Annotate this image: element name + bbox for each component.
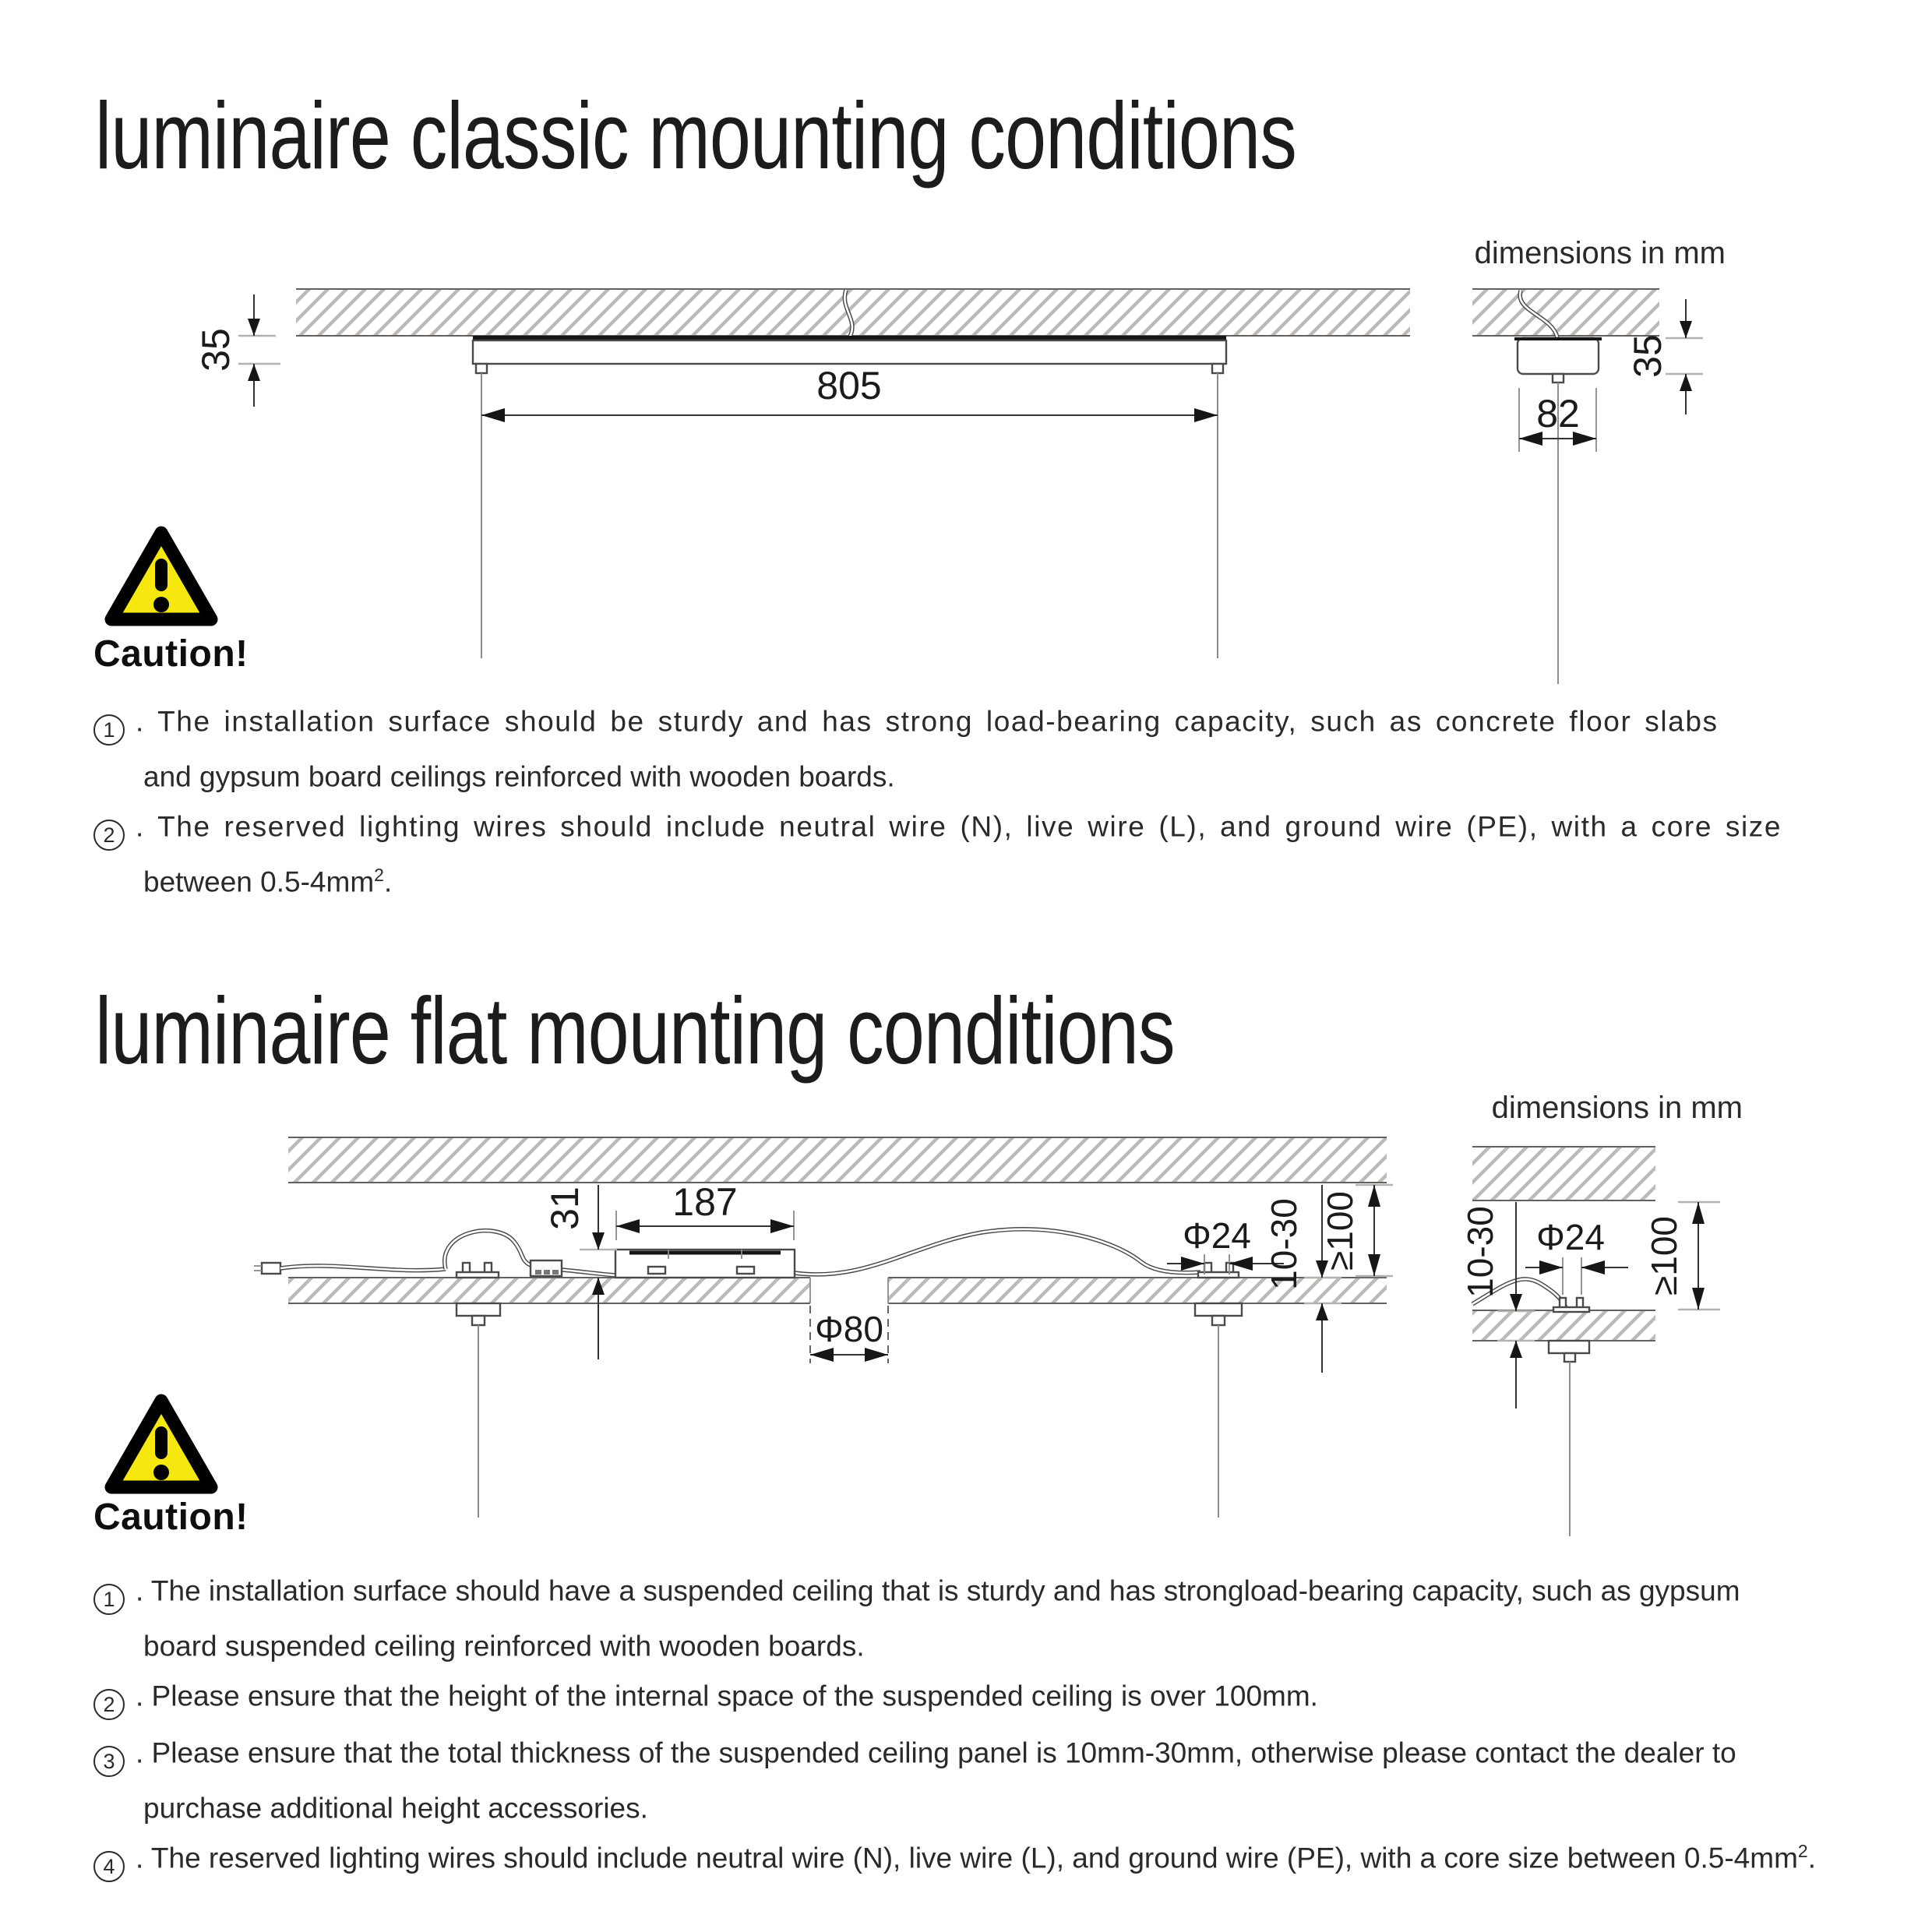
item-text: . The reserved lighting wires should inc… xyxy=(136,810,1782,843)
dim-detail-plenum-min-height: ≥100 xyxy=(1644,1216,1684,1296)
dim-panel-thickness: 10-30 xyxy=(1264,1198,1304,1290)
mains-plug xyxy=(260,1261,282,1275)
caution-item-flat-1: 1 . The installation surface should have … xyxy=(93,1560,1740,1671)
caution-item-classic-2: 2 . The reserved lighting wires should in… xyxy=(93,795,1782,907)
dim-access-hole-diameter: Φ80 xyxy=(815,1309,883,1349)
warning-icon xyxy=(104,1394,218,1494)
dim-wire-hole-diameter: Φ24 xyxy=(1183,1215,1251,1256)
caution-item-flat-2: 2 . Please ensure that the height of the … xyxy=(93,1665,1318,1721)
item-text-continued: purchase additional height accessories. xyxy=(143,1792,648,1824)
luminaire-body xyxy=(471,339,1228,365)
classic-detail-diagram: 82 35 xyxy=(1472,288,1703,684)
dimensions-note-flat: dimensions in mm xyxy=(1491,1091,1743,1125)
caution-item-classic-1: 1 . The installation surface should be st… xyxy=(93,690,1719,802)
caution-item-flat-4: 4 . The reserved lighting wires should in… xyxy=(93,1827,1816,1883)
item-text-continued: and gypsum board ceilings reinforced wit… xyxy=(143,760,895,793)
classic-title: luminaire classic mounting conditions xyxy=(95,83,1297,189)
flat-diagram: 31 187 Φ24 10-30 ≥100 Φ80 xyxy=(254,1137,1393,1518)
caution-heading-classic: Caution! xyxy=(93,633,249,675)
flat-detail-diagram: 10-30 Φ24 ≥100 xyxy=(1460,1146,1720,1536)
dim-canopy-height: 35 xyxy=(1626,334,1669,378)
item-text: . The installation surface should be stu… xyxy=(136,705,1719,738)
caution-item-flat-3: 3 . Please ensure that the total thicknes… xyxy=(93,1722,1736,1833)
item-text: . The reserved lighting wires should inc… xyxy=(136,1842,1798,1874)
item-number-circle: 2 xyxy=(93,820,125,851)
item-number-circle: 1 xyxy=(93,1584,125,1616)
dim-detail-panel-thickness: 10-30 xyxy=(1460,1206,1500,1298)
item-number-circle: 4 xyxy=(93,1851,125,1883)
dim-luminaire-height: 35 xyxy=(194,328,238,372)
driver-output-cable xyxy=(794,1227,1201,1277)
item-number-circle: 1 xyxy=(93,714,125,746)
item-text: . Please ensure that the height of the i… xyxy=(136,1680,1318,1712)
item-text: . The installation surface should have a… xyxy=(136,1574,1740,1607)
dim-detail-wire-hole-diameter: Φ24 xyxy=(1536,1217,1605,1257)
dim-canopy-width: 82 xyxy=(1536,392,1580,435)
flat-title: luminaire flat mounting conditions xyxy=(95,978,1176,1084)
item-number-circle: 3 xyxy=(93,1746,125,1778)
suspension-gripper-left xyxy=(474,362,488,375)
classic-diagram: 805 35 xyxy=(194,288,1410,658)
dimensions-note-classic: dimensions in mm xyxy=(1474,236,1726,270)
dim-driver-length: 187 xyxy=(672,1180,737,1224)
caution-heading-flat: Caution! xyxy=(93,1497,249,1538)
dim-driver-height-offset: 31 xyxy=(543,1186,587,1230)
item-text: . Please ensure that the total thickness… xyxy=(136,1736,1736,1769)
ceiling-canopy xyxy=(1516,337,1600,375)
canopy-plate-right xyxy=(1193,1302,1243,1317)
item-number-circle: 2 xyxy=(93,1689,125,1721)
canopy-plate-detail xyxy=(1547,1339,1591,1355)
suspension-gripper-right xyxy=(1211,362,1225,375)
dim-plenum-min-height: ≥100 xyxy=(1320,1191,1360,1271)
item-text-continued: between 0.5-4mm xyxy=(143,866,375,898)
item-text-continued: board suspended ceiling reinforced with … xyxy=(143,1630,865,1662)
warning-icon xyxy=(104,526,218,626)
dim-suspension-span: 805 xyxy=(816,364,881,407)
canopy-plate-left xyxy=(455,1302,502,1317)
